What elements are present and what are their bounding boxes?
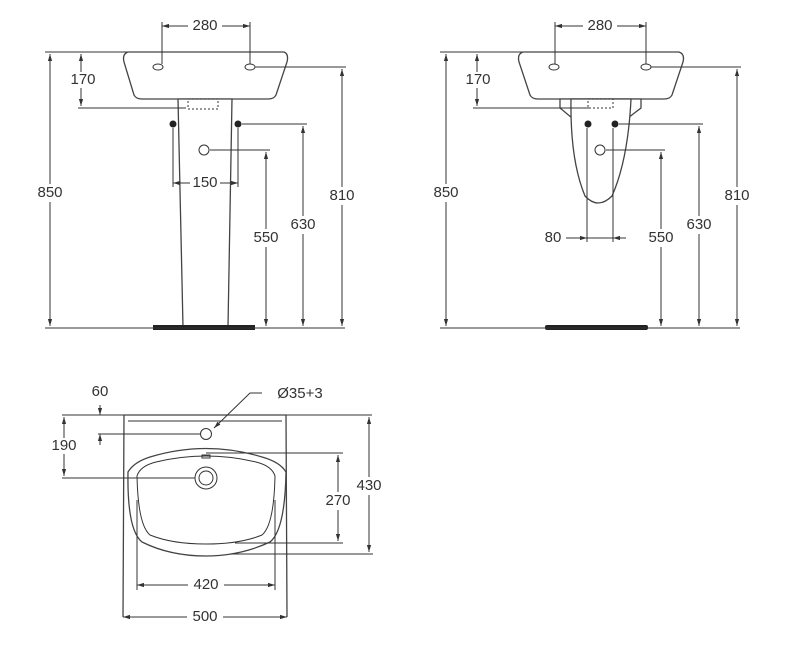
- dim-overflow-depth: 170: [70, 71, 95, 88]
- waste-outlet: [594, 144, 606, 156]
- waste-outlet: [198, 144, 210, 156]
- dim-total-width: 500: [192, 608, 217, 625]
- fixing-point: [584, 120, 592, 128]
- dim-overflow-depth: 170: [465, 71, 490, 88]
- dim-tap-height: 810: [329, 187, 354, 204]
- dim-fixing-spacing: 80: [545, 229, 562, 246]
- dim-tap-hole-offset: 60: [92, 383, 109, 400]
- dim-total-height: 850: [433, 184, 458, 201]
- tap-hole: [548, 63, 560, 71]
- dim-bowl-depth: 270: [325, 492, 350, 509]
- dim-tap-hole-diameter: Ø35+3: [277, 385, 322, 402]
- dim-tap-spacing: 280: [192, 17, 217, 34]
- bowl-rim: [127, 447, 287, 557]
- tap-hole: [200, 428, 212, 440]
- bowl-inner: [136, 455, 276, 545]
- dim-waste-height: 550: [253, 229, 278, 246]
- fixing-point: [611, 120, 619, 128]
- dim-waste-height: 550: [648, 229, 673, 246]
- fixing-point: [234, 120, 242, 128]
- dim-bowl-width: 420: [193, 576, 218, 593]
- dim-total-height: 850: [37, 184, 62, 201]
- pedestal-outline: [177, 98, 233, 328]
- basin-top-view: 60 190 Ø35+3 270 430 420 500: [48, 383, 385, 625]
- overflow-slot: [201, 454, 211, 459]
- dim-fixing-height: 630: [686, 216, 711, 233]
- dim-fixing-spacing: 150: [192, 174, 217, 191]
- semi-pedestal-front-view: 280 170 80 850 550 630 810: [430, 17, 753, 330]
- dim-tap-spacing: 280: [587, 17, 612, 34]
- dim-total-depth: 430: [356, 477, 381, 494]
- pedestal-front-view: 280 170 150 850 550 630 810: [34, 17, 358, 330]
- semi-pedestal-outline: [570, 98, 632, 204]
- dim-tap-height: 810: [724, 187, 749, 204]
- dim-fixing-height: 630: [290, 216, 315, 233]
- dim-drain-offset: 190: [51, 437, 76, 454]
- tap-hole: [152, 63, 164, 71]
- basin-outline: [517, 51, 685, 100]
- fixing-point: [169, 120, 177, 128]
- trap-hidden-line: [587, 98, 614, 109]
- basin-outline: [122, 51, 289, 100]
